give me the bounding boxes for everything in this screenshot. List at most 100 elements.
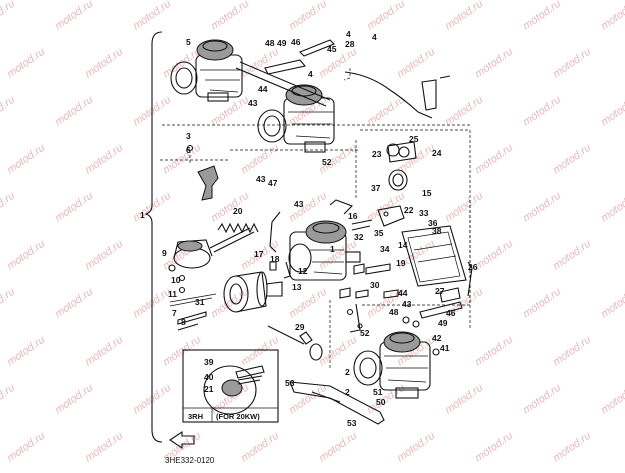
watermark-text: motod.ru — [5, 430, 47, 465]
watermark-text: motod.ru — [473, 238, 515, 273]
watermark-text: motod.ru — [599, 94, 625, 129]
part-number-label: 10 — [171, 275, 181, 285]
watermark-text: motod.ru — [83, 238, 125, 273]
part-number-label: 46 — [291, 37, 301, 47]
watermark-text: motod.ru — [131, 0, 173, 32]
part-number-label: 35 — [374, 228, 384, 238]
part-number-label: 14 — [398, 240, 408, 250]
part-number-label: 44 — [398, 288, 408, 298]
watermark-text: motod.ru — [161, 334, 203, 369]
part-number-label: 2 — [345, 367, 350, 377]
part-number-label: 5 — [186, 37, 191, 47]
watermark-text: motod.ru — [521, 0, 563, 32]
part-number-label: 9 — [162, 248, 167, 258]
watermark-text: motod.ru — [551, 46, 593, 81]
watermark-text: motod.ru — [551, 334, 593, 369]
watermark-text: motod.ru — [239, 334, 281, 369]
part-number-label: 53 — [285, 378, 295, 388]
part-number-label: 24 — [432, 148, 442, 158]
watermark-text: motod.ru — [5, 334, 47, 369]
watermark-text: motod.ru — [521, 94, 563, 129]
watermark-text: motod.ru — [209, 0, 251, 32]
part-number-label: 30 — [370, 280, 380, 290]
part-number-label: 31 — [195, 297, 205, 307]
part-number-label: 12 — [298, 266, 308, 276]
part-number-label: 26 — [468, 262, 478, 272]
watermark-text: motod.ru — [83, 46, 125, 81]
watermark-text: motod.ru — [521, 190, 563, 225]
watermark-text: motod.ru — [599, 0, 625, 32]
watermark-text: motod.ru — [239, 142, 281, 177]
watermark-text: motod.ru — [599, 190, 625, 225]
watermark-text: motod.ru — [239, 46, 281, 81]
watermark-text: motod.ru — [161, 142, 203, 177]
part-number-label: 16 — [348, 211, 358, 221]
assembly-number: 1 — [140, 210, 145, 220]
watermark-text: motod.ru — [239, 430, 281, 465]
part-number-label: 15 — [422, 188, 432, 198]
watermark-text: motod.ru — [443, 0, 485, 32]
watermark-text: motod.ru — [521, 286, 563, 321]
part-number-label: 37 — [371, 183, 381, 193]
part-number-label: 43 — [248, 98, 258, 108]
part-number-label: 43 — [402, 299, 412, 309]
watermark-text: motod.ru — [365, 0, 407, 32]
watermark-text: motod.ru — [317, 334, 359, 369]
part-number-label: 22 — [404, 205, 414, 215]
part-number-label: 29 — [295, 322, 305, 332]
part-number-label: 3 — [186, 131, 191, 141]
part-number-label: 36 — [428, 218, 438, 228]
part-number-label: 48 — [265, 38, 275, 48]
watermark-text: motod.ru — [443, 94, 485, 129]
watermark-text: motod.ru — [365, 94, 407, 129]
part-number-label: 13 — [292, 282, 302, 292]
part-number-label: 33 — [419, 208, 429, 218]
part-number-label: 50 — [376, 397, 386, 407]
part-number-label: 20 — [233, 206, 243, 216]
watermark-text: motod.ru — [473, 46, 515, 81]
watermark-text: motod.ru — [317, 430, 359, 465]
part-number-label: 4 — [346, 29, 351, 39]
part-number-label: 51 — [373, 387, 383, 397]
part-number-label: 27 — [435, 286, 445, 296]
watermark-text: motod.ru — [599, 382, 625, 417]
float-chamber — [401, 225, 467, 287]
watermark-text: motod.ru — [5, 142, 47, 177]
watermark-text: motod.ru — [365, 382, 407, 417]
part-number-label: 8 — [181, 317, 186, 327]
part-number-label: 19 — [396, 258, 406, 268]
part-number-label: 2 — [345, 387, 350, 397]
watermark-text: motod.ru — [0, 190, 17, 225]
watermark-text: motod.ru — [551, 430, 593, 465]
inset-part-label: 21 — [204, 384, 214, 394]
watermark-text: motod.ru — [473, 430, 515, 465]
part-number-label: 44 — [258, 84, 268, 94]
watermark-text: motod.ru — [83, 430, 125, 465]
part-number-label: 4 — [308, 69, 313, 79]
part-number-label: 25 — [409, 134, 419, 144]
part-number-label: 6 — [186, 145, 191, 155]
watermark-text: motod.ru — [395, 142, 437, 177]
part-number-label: 47 — [268, 178, 278, 188]
watermark-text: motod.ru — [0, 0, 17, 32]
part-number-label: 46 — [446, 308, 456, 318]
watermark-text: motod.ru — [5, 46, 47, 81]
watermark-text: motod.ru — [395, 430, 437, 465]
carburetor-bottom — [353, 331, 431, 399]
watermark-text: motod.ru — [443, 382, 485, 417]
watermark-text: motod.ru — [53, 190, 95, 225]
watermark-text: motod.ru — [209, 190, 251, 225]
part-number-label: 48 — [389, 307, 399, 317]
part-number-label: 1 — [330, 244, 335, 254]
part-number-label: 45 — [327, 44, 337, 54]
watermark-text: motod.ru — [599, 286, 625, 321]
carburetor-top-left — [170, 39, 243, 102]
watermark-text: motod.ru — [83, 142, 125, 177]
watermark-text: motod.ru — [443, 190, 485, 225]
inset-note: (FOR 20KW) — [216, 412, 260, 421]
watermark-text: motod.ru — [0, 286, 17, 321]
watermark-text: motod.ru — [53, 94, 95, 129]
